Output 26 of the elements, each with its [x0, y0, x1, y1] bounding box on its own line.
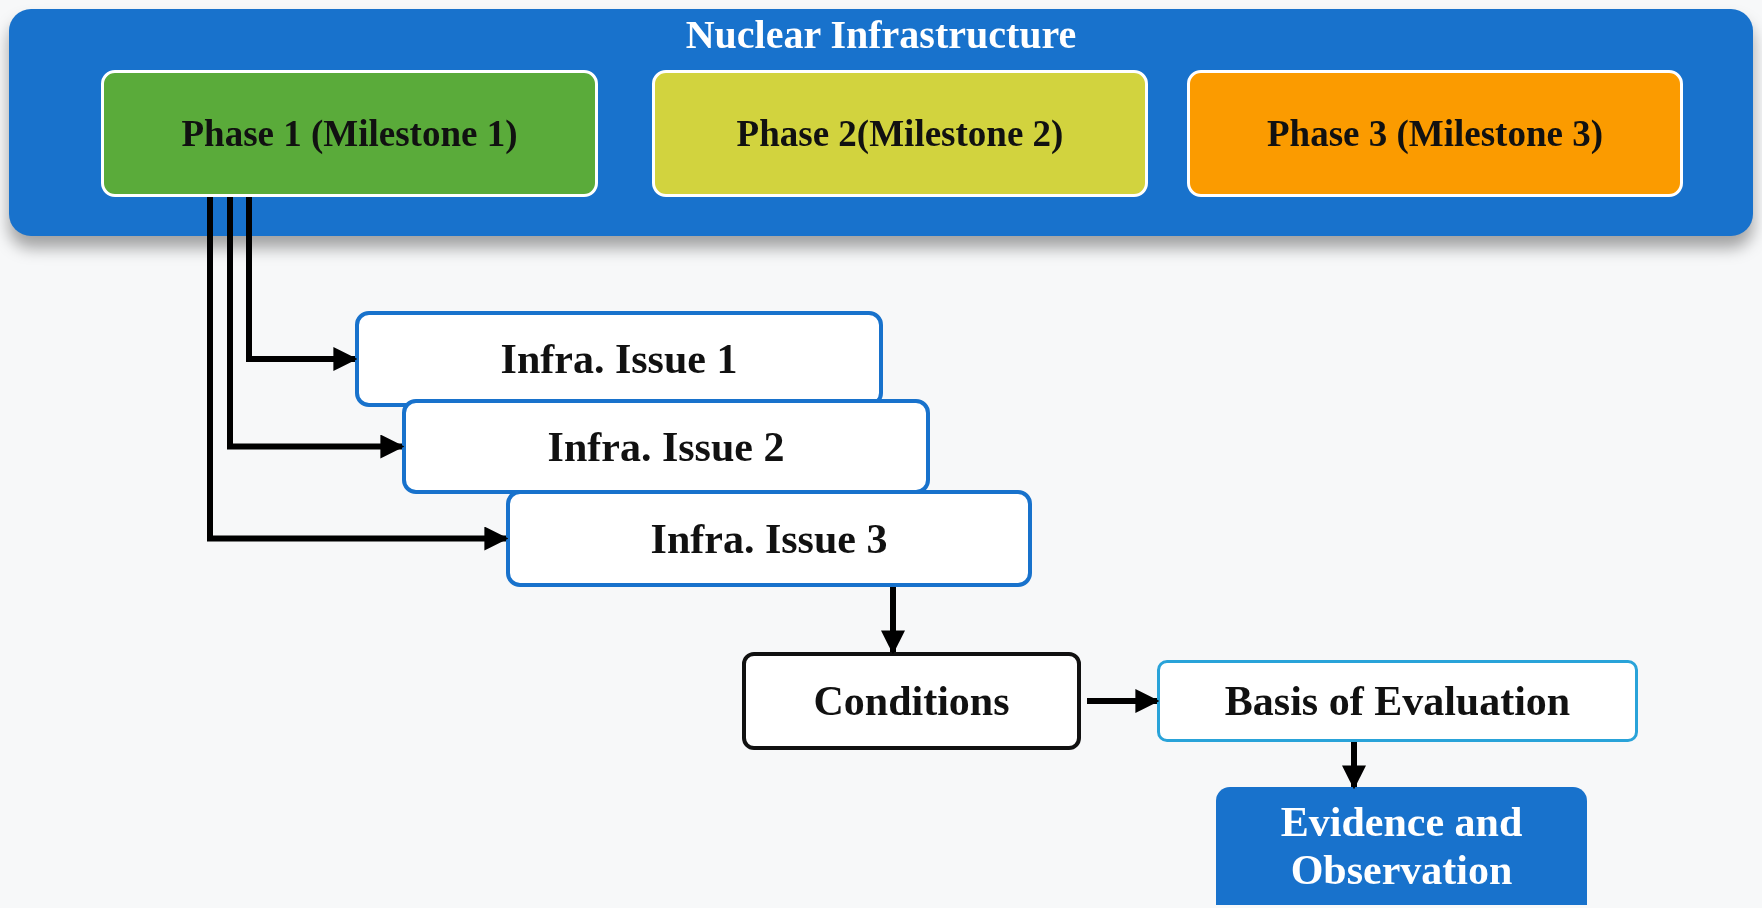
node-label: Phase 2(Milestone 2) [736, 112, 1064, 155]
node-label: Basis of Evaluation [1224, 677, 1571, 725]
node-label: Evidence and Observation [1279, 797, 1524, 895]
process-box [742, 652, 1081, 750]
arrow [1342, 742, 1366, 790]
arrow [227, 197, 405, 459]
node-label: Conditions [813, 677, 1010, 725]
process-box [1157, 660, 1638, 742]
issue-box [355, 311, 883, 407]
node-label: Phase 3 (Milestone 3) [1267, 112, 1603, 155]
node-label: Infra. Issue 3 [650, 514, 888, 563]
issue-box [402, 399, 930, 494]
phase-box [101, 70, 598, 197]
node-label: Phase 1 (Milestone 1) [181, 112, 518, 155]
phase-box [652, 70, 1148, 197]
node-label: Infra. Issue 2 [547, 422, 785, 471]
arrow [207, 197, 509, 551]
group-band [9, 9, 1753, 236]
arrow [881, 587, 905, 655]
phase-box [1187, 70, 1683, 197]
arrow [246, 197, 358, 371]
arrow [1087, 689, 1160, 713]
node-label: Nuclear Infrastructure [685, 11, 1077, 58]
node-label: Infra. Issue 1 [500, 335, 738, 383]
issue-box [506, 490, 1032, 587]
process-box [1216, 787, 1587, 905]
